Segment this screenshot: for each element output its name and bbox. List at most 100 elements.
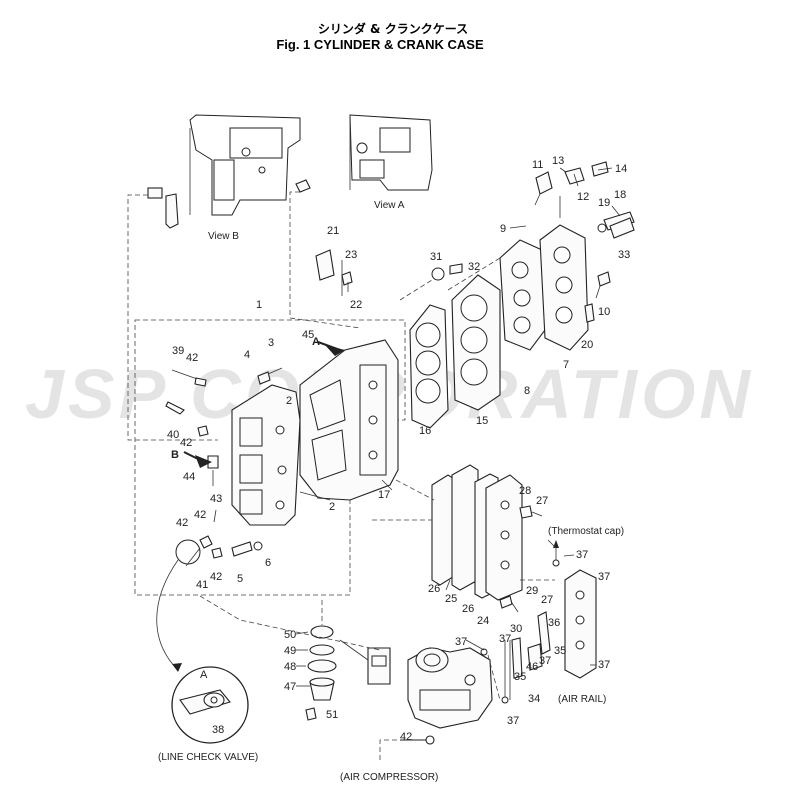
air-compressor-caption: (AIR COMPRESSOR) xyxy=(340,772,438,783)
part-label: 45 xyxy=(302,329,314,341)
part-label: 36 xyxy=(548,617,560,629)
part-label: 41 xyxy=(196,579,208,591)
lead-line-view-a xyxy=(289,191,361,329)
part-label: 39 xyxy=(172,345,184,357)
part-label: 27 xyxy=(536,495,548,507)
assembly-small-parts xyxy=(165,367,283,559)
line-check-valve-caption: (LINE CHECK VALVE) xyxy=(158,752,258,763)
line-check-valve-detail: A xyxy=(156,539,249,744)
part-label: 40 xyxy=(167,429,179,441)
cylinder-gasket-16 xyxy=(409,304,449,429)
arrow-b-label: B xyxy=(171,449,179,461)
part-label: 31 xyxy=(430,251,442,263)
part-label: 37 xyxy=(499,633,511,645)
part-label: 25 xyxy=(445,593,457,605)
cylinder-head-15 xyxy=(451,274,501,411)
part-label: 13 xyxy=(552,155,564,167)
part-label: 42 xyxy=(194,509,206,521)
part-label: 42 xyxy=(180,437,192,449)
head-gasket-8 xyxy=(499,239,546,351)
part-label: 35 xyxy=(554,645,566,657)
part-label: 33 xyxy=(618,249,630,261)
view-b-fittings xyxy=(147,179,311,229)
view-a-inset: View A xyxy=(349,114,433,211)
view-a-caption: View A xyxy=(374,200,405,211)
part-label: 20 xyxy=(581,339,593,351)
part-label: 34 xyxy=(528,693,540,705)
part-label: 18 xyxy=(614,189,626,201)
air-rail xyxy=(564,569,597,679)
part-label: 48 xyxy=(284,661,296,673)
bolt-27-28 xyxy=(519,505,543,519)
part-label: 6 xyxy=(265,557,271,569)
part-label: 42 xyxy=(176,517,188,529)
head-cover-7 xyxy=(539,224,589,351)
bracket-21 xyxy=(315,249,353,292)
part-label: 28 xyxy=(519,485,531,497)
part-label: 37 xyxy=(598,571,610,583)
thermostat-parts xyxy=(305,625,391,721)
cylinder-block xyxy=(299,339,399,501)
part-label: 4 xyxy=(244,349,250,361)
part-label: 37 xyxy=(576,549,588,561)
part-label: 19 xyxy=(598,197,610,209)
lead-line-view-b xyxy=(127,194,218,441)
air-compressor xyxy=(400,647,493,745)
part-label: 7 xyxy=(563,359,569,371)
part-label: 5 xyxy=(237,573,243,585)
part-label: 32 xyxy=(468,261,480,273)
part-label: 42 xyxy=(210,571,222,583)
part-label: 12 xyxy=(577,191,589,203)
exhaust-plate-25 xyxy=(451,464,479,591)
hoses-and-pipes xyxy=(480,540,560,704)
part-label: 24 xyxy=(477,615,489,627)
part-label: 43 xyxy=(210,493,222,505)
part-label: 29 xyxy=(526,585,538,597)
thermostat-cap-caption: (Thermostat cap) xyxy=(548,526,624,537)
part-label: 2 xyxy=(286,395,292,407)
part-label: 16 xyxy=(419,425,431,437)
part-label: 42 xyxy=(186,352,198,364)
title-japanese: シリンダ & クランクケース xyxy=(318,21,468,36)
washer-31 xyxy=(431,263,463,281)
detail-a-label: A xyxy=(200,669,208,681)
part-label: 2 xyxy=(329,501,335,513)
part-label: 46 xyxy=(526,661,538,673)
part-label: 3 xyxy=(268,337,274,349)
crankcase-half xyxy=(231,384,301,526)
part-label: 21 xyxy=(327,225,339,237)
part-label: 1 xyxy=(256,299,262,311)
part-label: 50 xyxy=(284,629,296,641)
part-label: 14 xyxy=(615,163,627,175)
exhaust-cover-24 xyxy=(485,474,523,601)
part-label: 37 xyxy=(539,655,551,667)
part-label: 49 xyxy=(284,645,296,657)
part-number-labels: 1 2 2 3 4 5 6 7 8 9 10 11 12 13 14 15 16… xyxy=(167,155,630,743)
part-label: 10 xyxy=(598,306,610,318)
part-label: 15 xyxy=(476,415,488,427)
view-b-caption: View B xyxy=(208,231,239,242)
part-label: 27 xyxy=(541,594,553,606)
part-label: 23 xyxy=(345,249,357,261)
part-label: 51 xyxy=(326,709,338,721)
part-label: 42 xyxy=(400,731,412,743)
part-label: 26 xyxy=(428,583,440,595)
part-label: 37 xyxy=(507,715,519,727)
part-label: 22 xyxy=(350,299,362,311)
bolts-10-20 xyxy=(584,271,611,323)
arrow-a-label: A xyxy=(312,336,320,348)
part-label: 11 xyxy=(532,159,543,171)
figure-title: Fig. 1 CYLINDER & CRANK CASE xyxy=(276,37,484,52)
view-b-inset: View B xyxy=(189,114,301,242)
part-label: 37 xyxy=(455,636,467,648)
air-rail-caption: (AIR RAIL) xyxy=(558,694,606,705)
part-label: 8 xyxy=(524,385,530,397)
label-leaders xyxy=(295,167,621,687)
part-label: 38 xyxy=(212,724,224,736)
part-label: 26 xyxy=(462,603,474,615)
part-label: 9 xyxy=(500,223,506,235)
part-label: 35 xyxy=(514,671,526,683)
direction-arrows: A B xyxy=(171,336,345,468)
